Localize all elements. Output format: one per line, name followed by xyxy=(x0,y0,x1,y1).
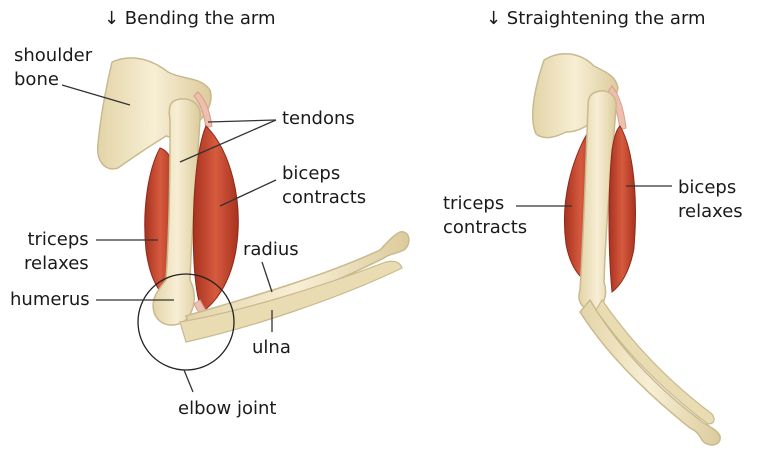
label-tendons: tendons xyxy=(282,108,355,129)
leader-lines xyxy=(61,84,672,393)
label-biceps-contracts: biceps contracts xyxy=(282,163,367,208)
label-shoulder-bone: shoulder bone xyxy=(14,45,93,90)
label-elbow-joint: elbow joint xyxy=(178,398,277,419)
leader-elbow xyxy=(183,369,194,393)
left-panel-title: ↓ Bending the arm xyxy=(104,8,276,29)
label-humerus: humerus xyxy=(10,289,90,310)
left-arm-illustration xyxy=(96,57,410,371)
label-triceps-contracts: triceps contracts xyxy=(443,193,528,238)
right-ulna xyxy=(595,298,715,425)
right-arm-illustration xyxy=(531,53,721,446)
label-biceps-relaxes: biceps relaxes xyxy=(678,177,743,222)
leader-tendons-b xyxy=(179,119,277,163)
right-radius xyxy=(579,298,721,446)
label-triceps-relaxes: triceps relaxes xyxy=(24,229,89,274)
right-panel-title: ↓ Straightening the arm xyxy=(486,8,706,29)
label-radius: radius xyxy=(243,239,299,260)
left-humerus xyxy=(152,98,201,326)
label-ulna: ulna xyxy=(252,337,291,358)
leader-biceps xyxy=(219,179,277,207)
right-biceps xyxy=(608,125,636,293)
leader-tendons-a xyxy=(207,119,277,123)
leader-radius xyxy=(261,261,273,293)
left-ulna xyxy=(179,260,403,343)
leader-shoulder-bone xyxy=(61,84,131,106)
elbow-joint-circle xyxy=(137,273,235,371)
